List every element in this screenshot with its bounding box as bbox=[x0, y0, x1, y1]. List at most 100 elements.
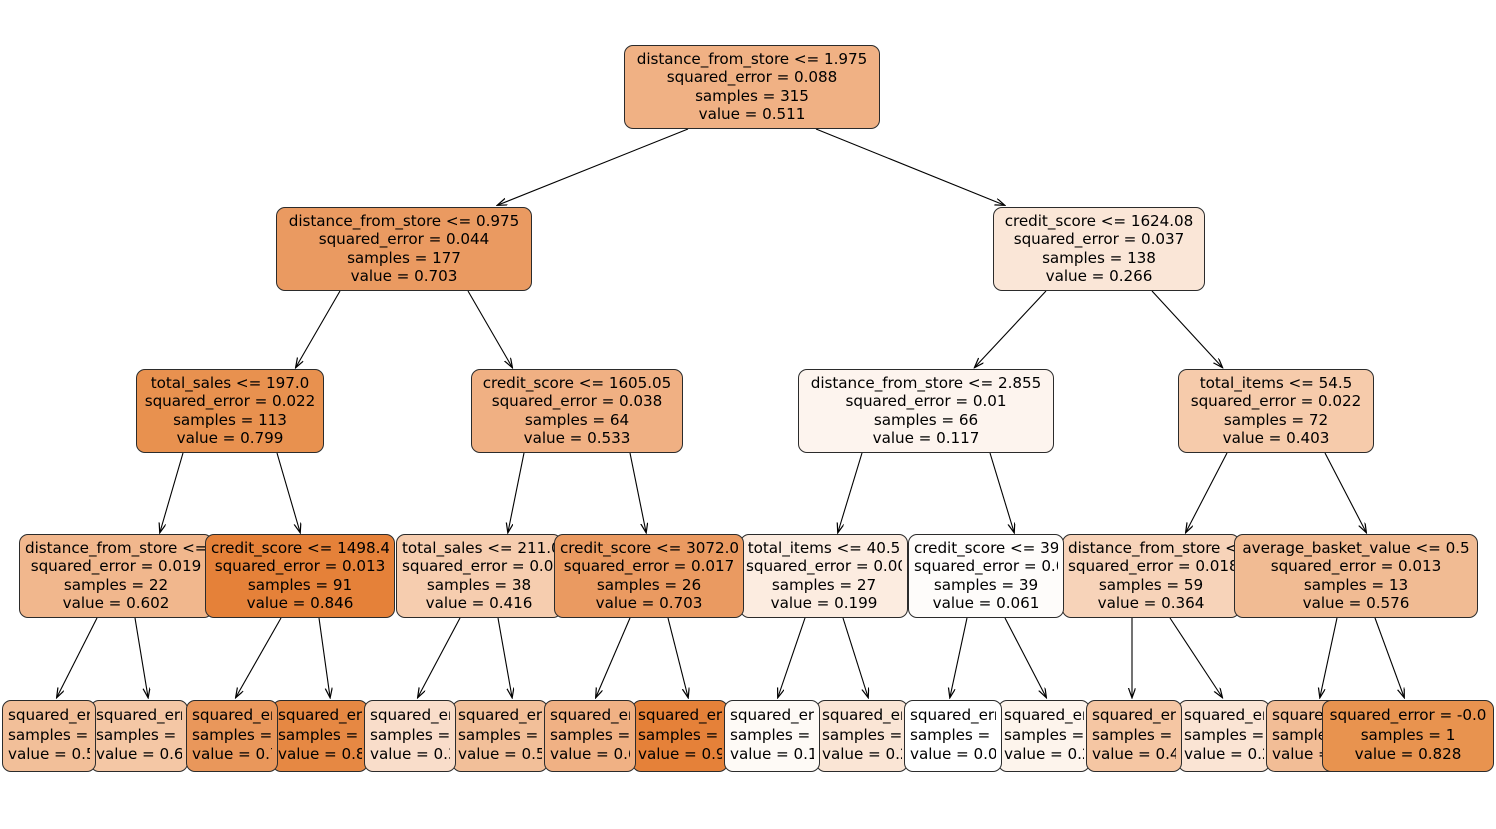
tree-node-samples: samples = 38 bbox=[426, 575, 532, 594]
tree-node-squared-error: squared_error = 0.088 bbox=[666, 68, 838, 87]
tree-node-value: value = 0.505 bbox=[8, 745, 90, 764]
tree-node-condition: distance_from_store <= 2.845 bbox=[1068, 539, 1234, 557]
tree-node-value: value = 0.403 bbox=[1222, 428, 1330, 447]
tree-node-condition: total_sales <= 211.0 bbox=[402, 539, 556, 557]
tree-node-squared-error: squared_error = 0.004 bbox=[638, 706, 722, 725]
tree-node-value: value = 0.416 bbox=[425, 593, 533, 612]
tree-node-value: value = 0.364 bbox=[1097, 593, 1205, 612]
tree-edge bbox=[667, 617, 688, 697]
tree-node-squared-error: squared_error = 0.022 bbox=[1190, 392, 1362, 411]
tree-edge bbox=[1169, 617, 1222, 697]
tree-node-condition: credit_score <= 1498.405 bbox=[211, 539, 389, 557]
tree-edge bbox=[1374, 617, 1404, 697]
tree-node-squared-error: squared_error = 0.015 bbox=[458, 706, 542, 725]
tree-node-samples: samples = 64 bbox=[524, 410, 630, 429]
tree-node-squared-error: squared_error = 0.011 bbox=[1184, 706, 1264, 725]
tree-node-value: value = 0.778 bbox=[192, 745, 272, 764]
tree-node-condition: total_items <= 40.5 bbox=[747, 539, 901, 557]
tree-node-squared-error: squared_error = 0.038 bbox=[491, 392, 663, 411]
tree-node-squared-error: squared_error = 0.009 bbox=[96, 706, 182, 725]
tree-node-value: value = 0.266 bbox=[1045, 266, 1153, 285]
tree-node-condition: credit_score <= 1605.05 bbox=[482, 374, 672, 392]
tree-decision-node[interactable]: credit_score <= 1498.405squared_error = … bbox=[205, 534, 395, 618]
tree-node-value: value = 0.139 bbox=[730, 745, 814, 764]
tree-node-samples: samples = 91 bbox=[247, 575, 353, 594]
tree-node-samples: samples = 177 bbox=[347, 248, 461, 267]
tree-node-squared-error: squared_error = 0.021 bbox=[8, 706, 90, 725]
tree-node-squared-error: squared_error = 0.018 bbox=[1068, 557, 1234, 576]
tree-leaf-node[interactable]: squared_error = 0.015samples = 19value =… bbox=[452, 700, 548, 772]
tree-node-samples: samples = 55 bbox=[278, 725, 362, 744]
tree-decision-node[interactable]: credit_score <= 3942.09squared_error = 0… bbox=[908, 534, 1064, 618]
tree-node-value: value = 0.533 bbox=[523, 428, 631, 447]
tree-node-value: value = 0.703 bbox=[595, 593, 703, 612]
tree-node-value: value = 0.846 bbox=[246, 593, 354, 612]
tree-node-squared-error: squared_error = 0.008 bbox=[746, 557, 902, 576]
tree-node-condition: distance_from_store <= 2.855 bbox=[810, 374, 1042, 392]
tree-node-squared-error: squared_error = -0.0 bbox=[1329, 706, 1487, 725]
tree-edge bbox=[1151, 290, 1222, 367]
tree-leaf-node[interactable]: squared_error = 0.009samples = 11value =… bbox=[90, 700, 188, 772]
tree-node-value: value = 0.204 bbox=[1004, 745, 1084, 764]
tree-node-value: value = 0.699 bbox=[96, 745, 182, 764]
tree-node-samples: samples = 36 bbox=[910, 725, 996, 744]
tree-edge bbox=[276, 452, 300, 532]
tree-edge bbox=[815, 128, 1004, 205]
tree-node-squared-error: squared_error = 0.003 bbox=[1004, 706, 1084, 725]
tree-node-value: value = 0.199 bbox=[770, 593, 878, 612]
tree-node-squared-error: squared_error = 0.01 bbox=[845, 392, 1007, 411]
tree-node-samples: samples = 3 bbox=[1004, 725, 1084, 744]
tree-node-value: value = 0.828 bbox=[1354, 745, 1462, 764]
tree-node-samples: samples = 15 bbox=[730, 725, 814, 744]
tree-edge bbox=[467, 290, 512, 367]
tree-node-squared-error: squared_error = 0.037 bbox=[1013, 230, 1185, 249]
tree-node-samples: samples = 113 bbox=[173, 410, 287, 429]
tree-node-condition: distance_from_store <= 0.975 bbox=[288, 212, 520, 230]
tree-node-samples: samples = 59 bbox=[1098, 575, 1204, 594]
tree-node-squared-error: squared_error = 0.009 bbox=[278, 706, 362, 725]
tree-edge bbox=[497, 617, 512, 697]
tree-edge bbox=[975, 290, 1047, 367]
tree-node-value: value = 0.273 bbox=[1184, 745, 1264, 764]
tree-edge bbox=[629, 452, 646, 532]
tree-node-squared-error: squared_error = 0.013 bbox=[1270, 557, 1442, 576]
tree-leaf-node[interactable]: squared_error = 0.009samples = 55value =… bbox=[272, 700, 368, 772]
tree-node-samples: samples = 27 bbox=[771, 575, 877, 594]
tree-node-squared-error: squared_error = 0.022 bbox=[144, 392, 316, 411]
tree-node-samples: samples = 27 bbox=[1184, 725, 1264, 744]
tree-leaf-node[interactable]: squared_error = 0.016samples = 36value =… bbox=[186, 700, 278, 772]
tree-node-samples: samples = 11 bbox=[8, 725, 90, 744]
tree-edge bbox=[1324, 452, 1366, 532]
tree-node-value: value = 0.889 bbox=[278, 745, 362, 764]
tree-decision-node[interactable]: distance_from_store <= 0.495squared_erro… bbox=[19, 534, 213, 618]
tree-leaf-node[interactable]: squared_error = 0.004samples = 36value =… bbox=[904, 700, 1002, 772]
tree-node-squared-error: squared_error = 0.004 bbox=[730, 706, 814, 725]
tree-decision-node[interactable]: distance_from_store <= 2.845squared_erro… bbox=[1062, 534, 1240, 618]
tree-node-squared-error: squared_error = 0.013 bbox=[550, 706, 630, 725]
tree-node-samples: samples = 22 bbox=[63, 575, 169, 594]
tree-node-condition: credit_score <= 1624.08 bbox=[1004, 212, 1194, 230]
tree-node-samples: samples = 23 bbox=[550, 725, 630, 744]
tree-leaf-node[interactable]: squared_error = 0.021samples = 11value =… bbox=[2, 700, 96, 772]
